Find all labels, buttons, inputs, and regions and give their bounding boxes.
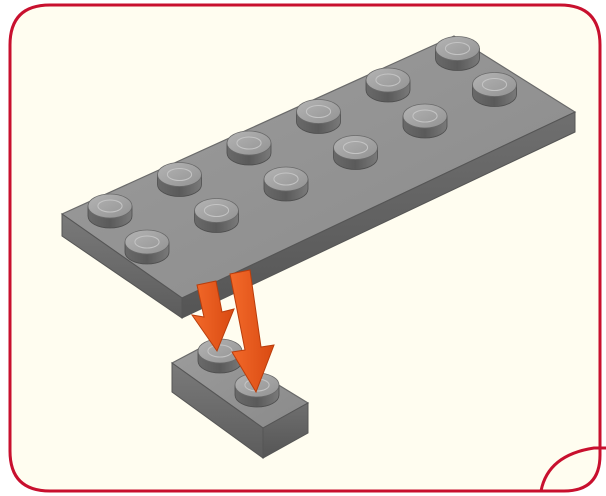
large-plate-stud-r1-c3 [227,131,271,165]
large-plate-stud-r2-c2 [195,199,239,233]
large-plate-stud-r1-c2 [158,163,202,197]
large-plate-stud-r1-c6 [436,37,480,71]
large-plate-stud-r1-c5 [366,68,410,102]
large-plate-stud-r2-c6 [473,73,517,107]
large-plate-stud-r2-c5 [403,104,447,138]
large-plate-stud-r1-c4 [297,100,341,134]
large-plate-stud-r1-c1 [88,194,132,228]
large-plate-stud-r2-c3 [264,167,308,201]
large-plate-stud-r2-c1 [125,230,169,264]
large-plate-stud-r2-c4 [334,136,378,170]
